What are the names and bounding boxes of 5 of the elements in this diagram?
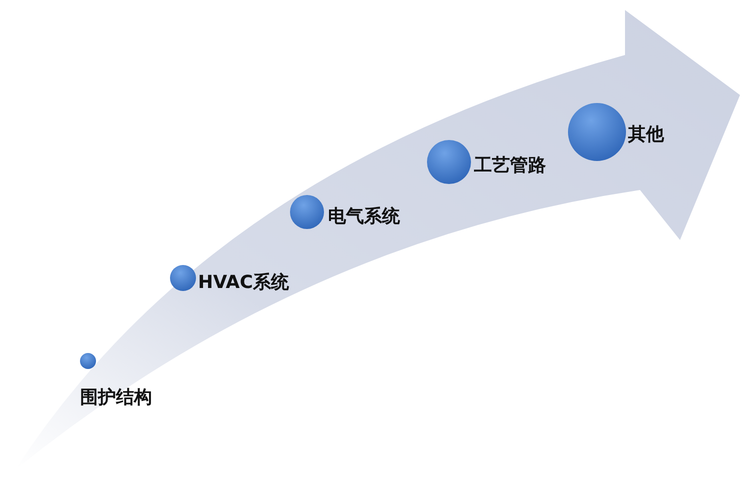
stage-label: 围护结构 [80, 386, 152, 409]
stage-label: 其他 [628, 123, 664, 146]
stage-label: HVAC系统 [198, 271, 289, 294]
stage-label: 工艺管路 [474, 154, 546, 177]
stage-label: 电气系统 [328, 205, 400, 228]
